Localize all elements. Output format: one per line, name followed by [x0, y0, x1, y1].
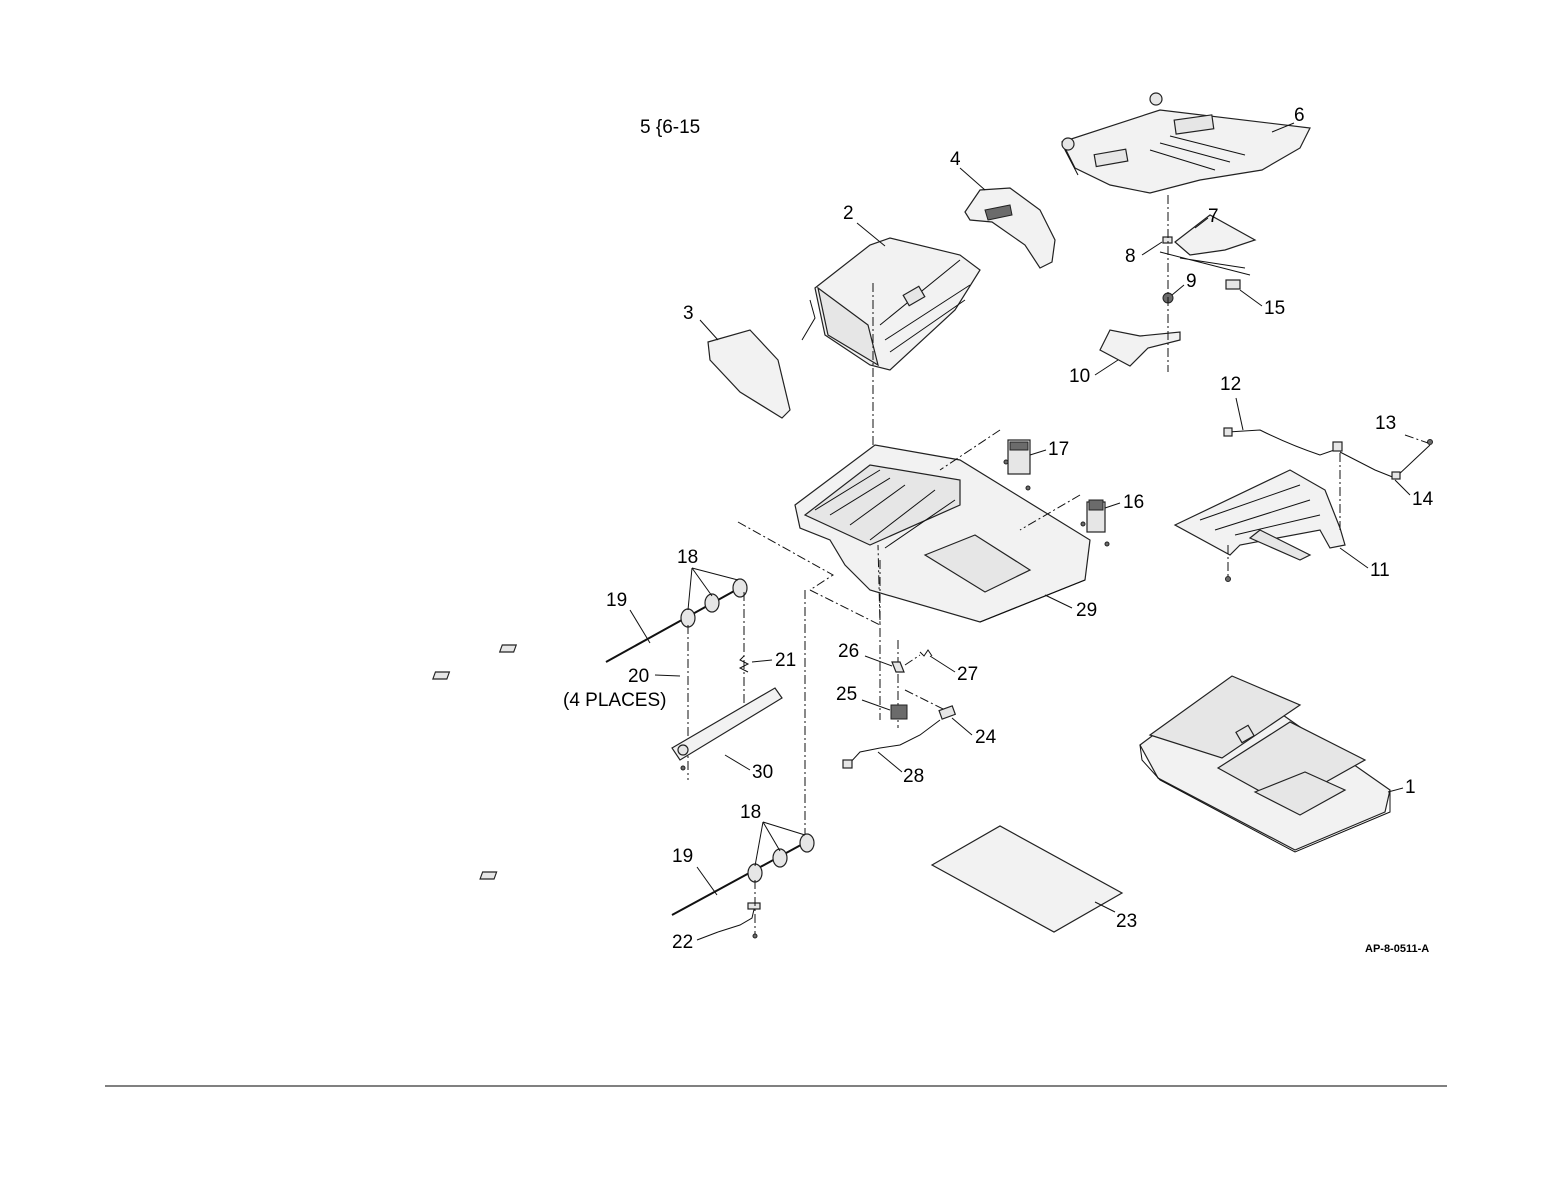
callout-10: 10 [1069, 366, 1090, 387]
callout-25: 25 [836, 684, 857, 705]
callout-16: 16 [1123, 492, 1144, 513]
callout-21: 21 [775, 650, 796, 671]
callout-20: 20 [628, 666, 649, 687]
part-14-sensor [1392, 445, 1430, 479]
part-20-lower-bearing [480, 872, 497, 879]
part-11-lower-tray [1175, 470, 1345, 560]
callout-1: 1 [1405, 777, 1416, 798]
part-12-harness [1224, 428, 1395, 478]
callout-18a: 18 [677, 547, 698, 568]
part-6-document-tray [1062, 93, 1310, 193]
part-17-bracket [1004, 440, 1030, 490]
part-27-spring [920, 650, 932, 656]
callout-27: 27 [957, 664, 978, 685]
callout-22: 22 [672, 932, 693, 953]
part-4-rear-cover [965, 188, 1055, 268]
part-20-bearing [433, 672, 450, 679]
callout-13: 13 [1375, 413, 1396, 434]
part-25-sensor [891, 705, 907, 719]
part-22-harness [718, 880, 760, 938]
part-1-dadf-assembly [1140, 676, 1390, 852]
callout-24: 24 [975, 727, 997, 748]
part-18-upper-rolls [681, 579, 747, 627]
callout-26: 26 [838, 641, 859, 662]
callout-17: 17 [1048, 439, 1069, 460]
part-24-connector [905, 690, 955, 719]
callout-9: 9 [1186, 271, 1197, 292]
places-note: (4 PLACES) [563, 690, 666, 711]
figure-code: AP-8-0511-A [1365, 943, 1429, 955]
callout-12: 12 [1220, 374, 1241, 395]
callout-3: 3 [683, 303, 694, 324]
part-26-bracket [892, 662, 904, 672]
callout-4: 4 [950, 149, 961, 170]
part-28-harness [843, 720, 940, 768]
callout-2: 2 [843, 203, 854, 224]
part-3-front-cover [708, 330, 790, 418]
part-21-spring [500, 645, 748, 672]
callout-8: 8 [1125, 246, 1136, 267]
callout-14: 14 [1412, 489, 1434, 510]
callout-19b: 19 [672, 846, 693, 867]
part-13-screw [1428, 440, 1433, 445]
callout-15: 15 [1264, 298, 1285, 319]
callout-11: 11 [1370, 560, 1390, 581]
part-18-lower-rolls [748, 834, 814, 882]
callout-6: 6 [1294, 105, 1305, 126]
part-15-sensor [1226, 280, 1240, 289]
callout-7: 7 [1208, 206, 1219, 227]
part-2-feeder-assembly [802, 238, 980, 370]
part-23-document-sheet [932, 826, 1122, 932]
group-note: 5 {6-15 [640, 117, 700, 138]
callout-30: 30 [752, 762, 773, 783]
callout-28: 28 [903, 766, 924, 787]
callout-29: 29 [1076, 600, 1097, 621]
callout-18b: 18 [740, 802, 761, 823]
callout-19a: 19 [606, 590, 627, 611]
callout-23: 23 [1116, 911, 1137, 932]
